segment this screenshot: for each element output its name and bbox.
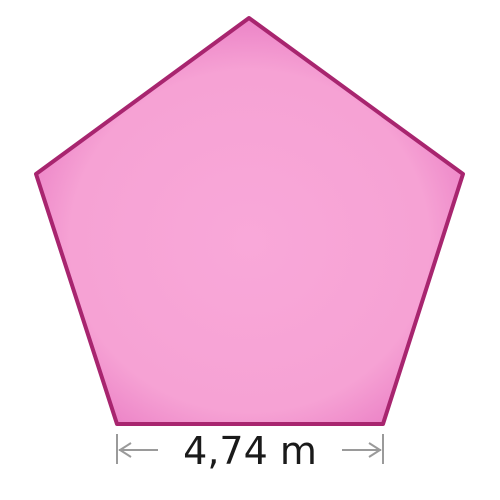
side-length-label: 4,74 m [183,429,317,473]
dimension-arrow-left-icon [118,442,132,458]
dimension-arrow-right-icon [368,442,382,458]
pentagon-shape [34,16,465,426]
dimension-line [116,434,384,464]
